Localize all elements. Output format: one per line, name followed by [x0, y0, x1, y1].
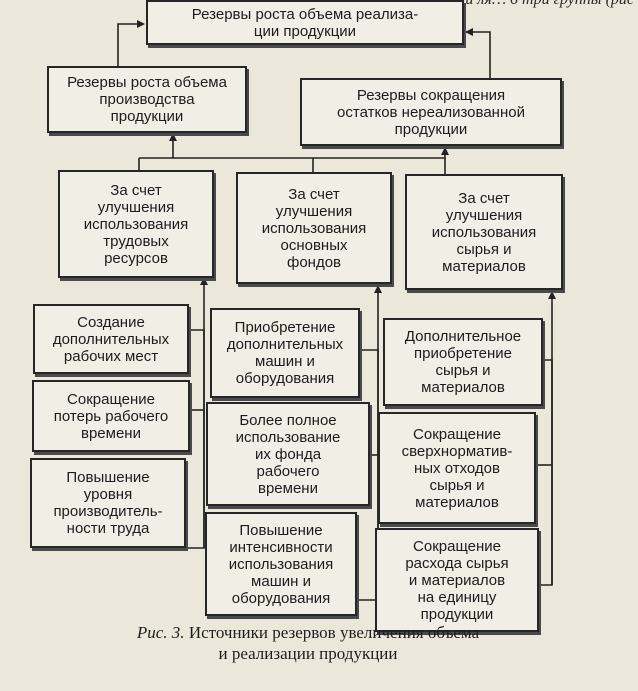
item-productivity-increase: Повышение уровня производитель- ности тр… — [30, 458, 186, 548]
item-buy-machines: Приобретение дополнительных машин и обор… — [210, 308, 360, 398]
header-text: ли ля… 6 три группы (рис — [458, 0, 634, 9]
caption-number: Рис. 3. — [136, 623, 185, 642]
arrow-left-to-top — [117, 20, 145, 66]
page-header-fragment: ли ля… 6 три группы (рис — [0, 0, 638, 10]
box-unsold-stock-reduction: Резервы сокращения остатков нереализован… — [300, 78, 562, 146]
item-consumption-reduction: Сокращение расхода сырья и материалов на… — [375, 528, 539, 632]
item-better-time-use: Более полное использование их фонда рабо… — [206, 402, 370, 506]
box-labor-resources: За счет улучшения использования трудовых… — [58, 170, 214, 278]
figure-caption: Рис. 3. Источники резервов увеличения об… — [48, 622, 568, 664]
box-fixed-assets: За счет улучшения использования основных… — [236, 172, 392, 284]
caption-text: Источники резервов увеличения объема и р… — [188, 623, 480, 663]
item-time-loss-reduction: Сокращение потерь рабочего времени — [32, 380, 190, 452]
box-raw-materials: За счет улучшения использования сырья и … — [405, 174, 563, 290]
top-box-sales-growth: Резервы роста объема реализа- ции продук… — [146, 0, 464, 45]
item-buy-materials: Дополнительное приобретение сырья и мате… — [383, 318, 543, 406]
box-production-growth: Резервы роста объема производства продук… — [47, 66, 247, 133]
item-waste-reduction: Сокращение сверхнорматив- ных отходов сы… — [378, 412, 536, 524]
arrow-right-to-top — [465, 28, 491, 78]
item-new-jobs: Создание дополнительных рабочих мест — [33, 304, 189, 374]
item-intensity-increase: Повышение интенсивности использования ма… — [205, 512, 357, 616]
